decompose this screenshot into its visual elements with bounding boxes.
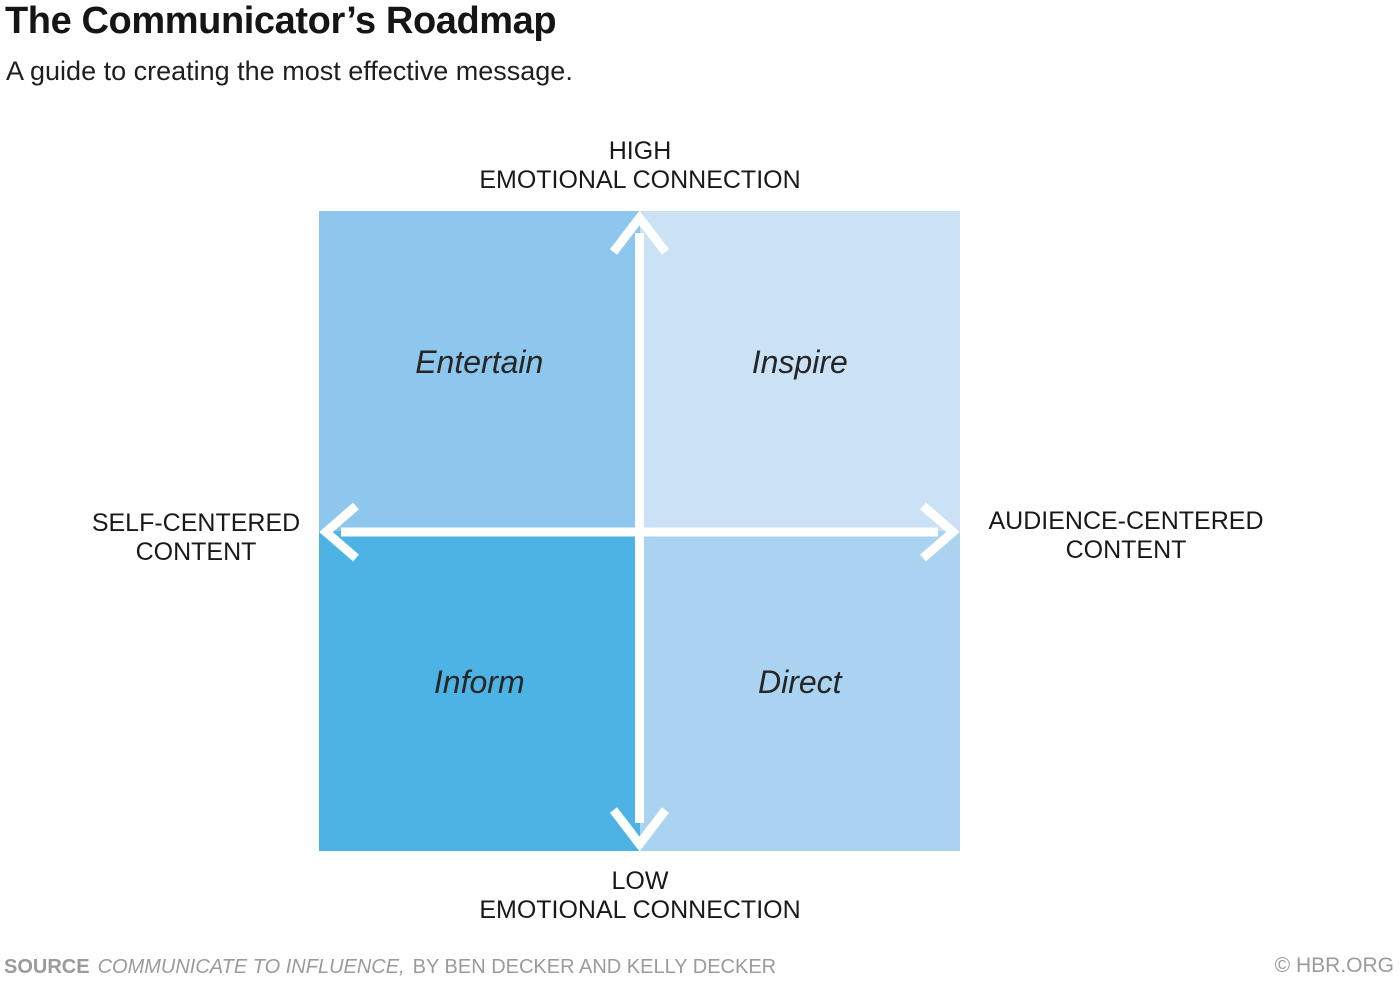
quadrant-direct: Direct xyxy=(639,531,960,851)
axis-label-line: HIGH xyxy=(608,137,672,165)
quadrant-label-entertain: Entertain xyxy=(415,343,544,380)
page-title: The Communicator’s Roadmap xyxy=(5,0,557,42)
quadrant-label-inform: Inform xyxy=(433,663,525,700)
quadrant-chart: Entertain Inspire Inform Direct xyxy=(319,210,960,852)
quadrant-inspire: Inspire xyxy=(639,211,960,531)
quadrant-inform: Inform xyxy=(319,531,640,851)
source-authors: BY BEN DECKER AND KELLY DECKER xyxy=(412,956,777,978)
quadrant-entertain: Entertain xyxy=(319,211,640,531)
axis-label-line: AUDIENCE-CENTERED xyxy=(988,507,1264,535)
source-label: SOURCE xyxy=(4,956,90,978)
axis-label-line: SELF-CENTERED xyxy=(91,509,301,537)
axis-label-line: EMOTIONAL CONNECTION xyxy=(479,895,801,924)
axis-label-line: EMOTIONAL CONNECTION xyxy=(479,165,801,194)
axis-label-audience-centered-content: AUDIENCE-CENTERED CONTENT xyxy=(946,507,1306,564)
source-credit: SOURCE COMMUNICATE TO INFLUENCE, BY BEN DE… xyxy=(4,956,776,979)
axis-label-line: CONTENT xyxy=(135,537,257,566)
axis-label-low-emotional-connection: LOW EMOTIONAL CONNECTION xyxy=(320,867,960,924)
source-book-title: COMMUNICATE TO INFLUENCE, xyxy=(97,956,405,978)
axis-label-line: CONTENT xyxy=(1065,535,1187,564)
hbr-credit: © HBR.ORG xyxy=(1274,954,1394,977)
axis-label-self-centered-content: SELF-CENTERED CONTENT xyxy=(26,509,366,566)
page-subtitle: A guide to creating the most effective m… xyxy=(6,56,573,86)
quadrant-label-direct: Direct xyxy=(757,663,842,700)
axis-label-line: LOW xyxy=(611,867,669,895)
axis-label-high-emotional-connection: HIGH EMOTIONAL CONNECTION xyxy=(320,137,960,194)
quadrant-label-inspire: Inspire xyxy=(751,343,848,380)
